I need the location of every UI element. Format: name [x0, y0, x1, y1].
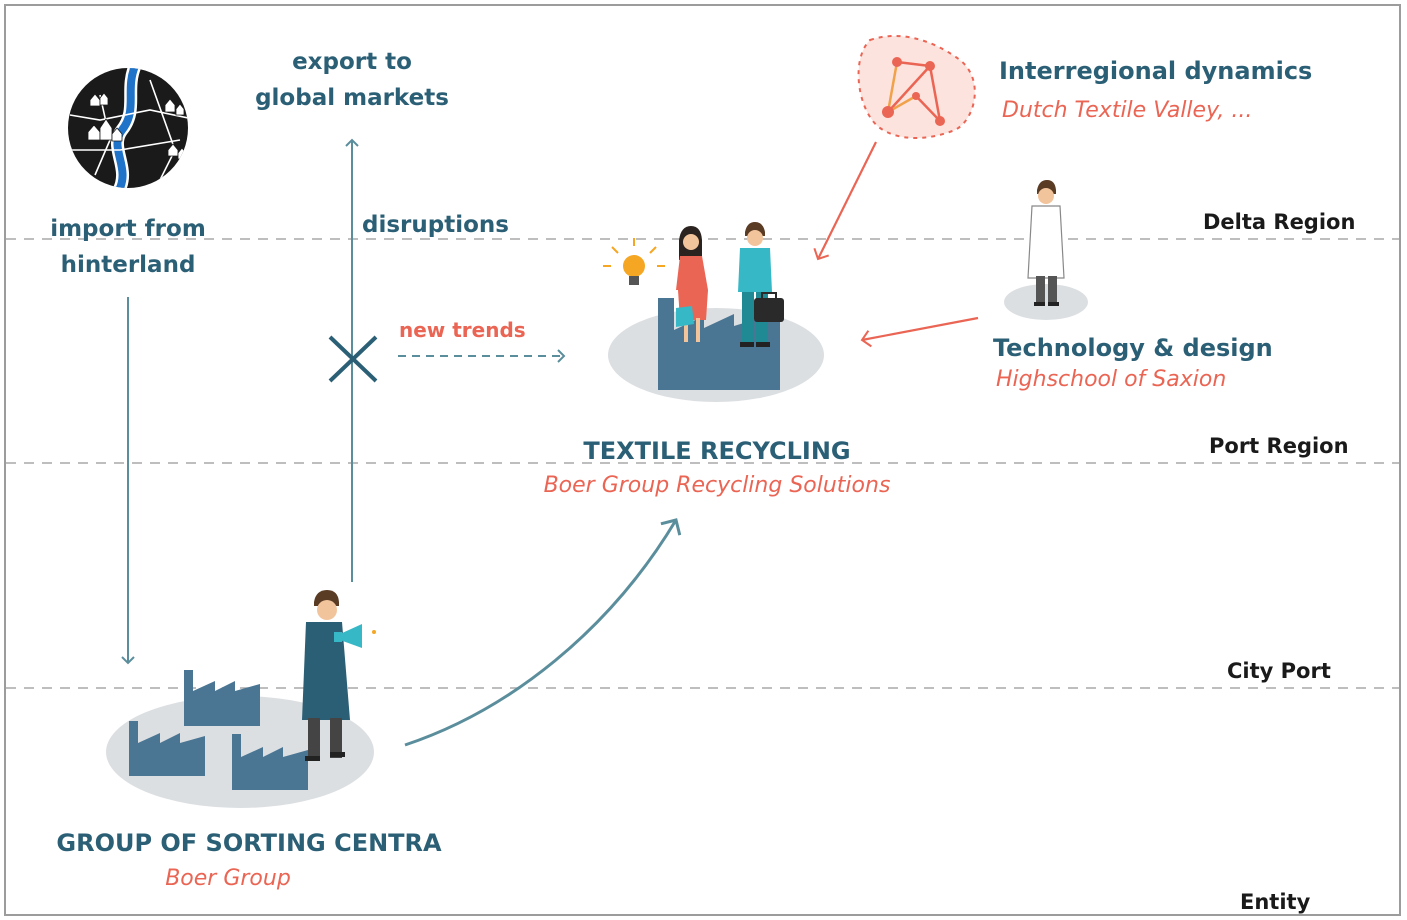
disruptions-label: disruptions: [362, 212, 509, 238]
tech-title: Technology & design: [993, 334, 1273, 362]
level-label-delta: Delta Region: [1203, 210, 1356, 234]
tech-subtitle: Highschool of Saxion: [996, 367, 1227, 392]
interregional-arrow: [813, 141, 877, 261]
interregional-title: Interregional dynamics: [999, 57, 1313, 85]
flow-arrow: [404, 520, 676, 747]
level-label-port: Port Region: [1209, 434, 1349, 458]
briefcase-icon: [754, 292, 784, 322]
interregional-subtitle: Dutch Textile Valley, ...: [1002, 98, 1253, 123]
factory-icon: [658, 298, 780, 390]
cross-icon: [328, 335, 378, 383]
recycling-subtitle: Boer Group Recycling Solutions: [543, 473, 891, 498]
recycling-title: TEXTILE RECYCLING: [583, 437, 851, 465]
sorting-subtitle: Boer Group: [165, 866, 291, 891]
hinterland-map-icon: [68, 68, 188, 188]
megaphone-icon: [334, 624, 376, 648]
tech-arrow: [860, 316, 979, 348]
lightbulb-icon: [603, 238, 665, 285]
level-label-entity: Entity: [1240, 890, 1311, 914]
new-trends-label: new trends: [399, 318, 526, 342]
sorting-title: GROUP OF SORTING CENTRA: [56, 829, 442, 857]
factory-icon: [129, 670, 308, 790]
person-icon: [676, 226, 708, 342]
level-separators: [6, 238, 1399, 689]
scientist-platform: [1004, 284, 1088, 320]
diagram-frame: [4, 4, 1401, 916]
network-icon: [857, 35, 976, 139]
person-icon: [302, 590, 350, 761]
level-label-city: City Port: [1227, 659, 1331, 683]
import-label: import from hinterland: [50, 216, 206, 278]
export-label: export to global markets: [255, 49, 449, 111]
person-icon: [1027, 180, 1065, 306]
